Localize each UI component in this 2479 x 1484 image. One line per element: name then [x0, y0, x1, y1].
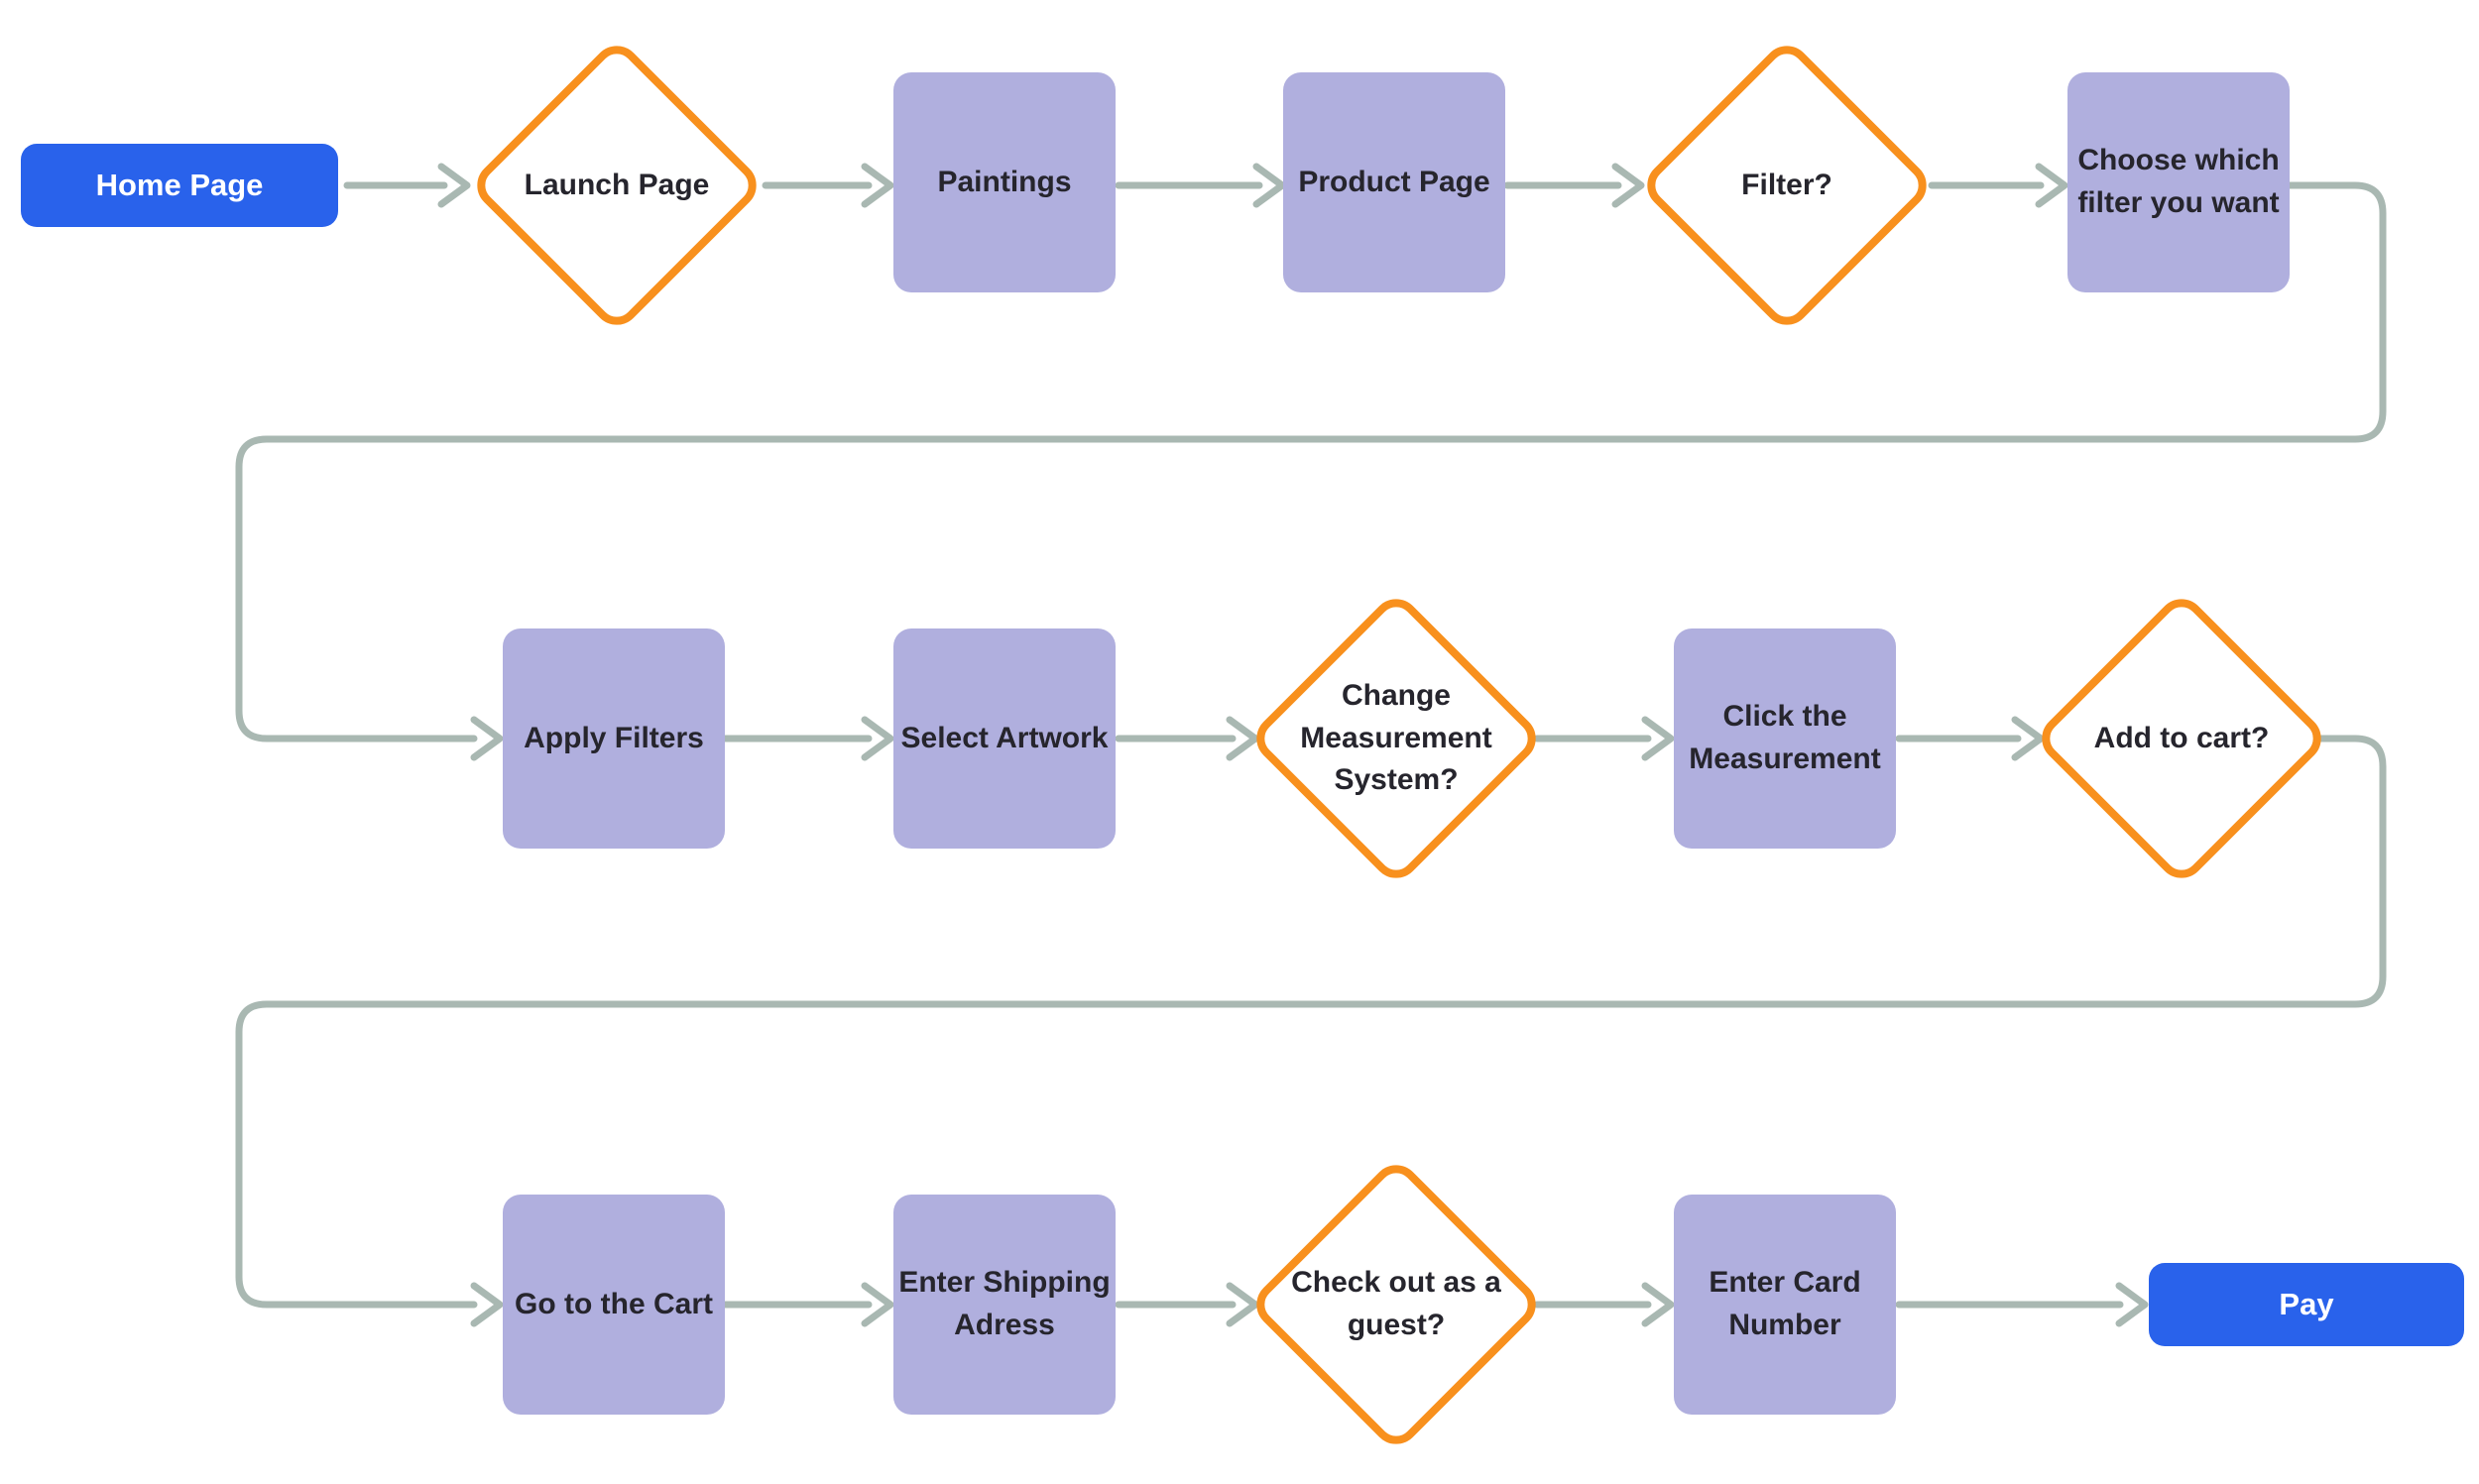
launch-page-diamond-shape: [477, 46, 757, 325]
node-select-artwork-label: Select Artwork: [900, 721, 1109, 754]
node-select-artwork[interactable]: Select Artwork: [893, 628, 1116, 849]
node-product-page[interactable]: Product Page: [1283, 72, 1505, 292]
arrowhead-card-to-pay: [2115, 1282, 2149, 1327]
node-checkout-guest[interactable]: Check out as a guest?: [1252, 1161, 1540, 1448]
node-apply-filters-label: Apply Filters: [524, 721, 704, 754]
node-filter[interactable]: Filter?: [1643, 42, 1931, 329]
filter-diamond-shape: [1647, 46, 1927, 325]
add-to-cart-diamond-shape: [2042, 599, 2321, 878]
connector-row1-to-row2: [235, 181, 2387, 742]
node-home-page[interactable]: Home Page: [21, 144, 338, 227]
node-enter-shipping-label: Enter Shipping Adress: [898, 1266, 1111, 1341]
node-change-measurement[interactable]: Change Measurement System?: [1252, 595, 1540, 882]
arrowhead-cart-to-shipping: [861, 1282, 894, 1327]
node-apply-filters[interactable]: Apply Filters: [503, 628, 725, 849]
node-product-page-label: Product Page: [1298, 165, 1490, 198]
node-launch-page[interactable]: Launch Page: [473, 42, 761, 329]
arrowhead-select-to-change: [1226, 716, 1259, 761]
arrowhead-launch-to-paintings: [861, 163, 894, 208]
node-checkout-guest-label: Check out as a guest?: [1291, 1266, 1501, 1341]
node-go-to-cart[interactable]: Go to the Cart: [503, 1195, 725, 1415]
arrowhead-change-to-click: [1641, 716, 1675, 761]
arrowhead-home-to-launch: [437, 163, 471, 208]
node-choose-filter-label: Choose which filter you want: [2077, 144, 2280, 219]
node-go-to-cart-label: Go to the Cart: [515, 1287, 713, 1320]
arrowhead-into-apply-filters: [470, 716, 504, 761]
node-enter-card-label: Enter Card Number: [1709, 1266, 1861, 1341]
node-enter-card[interactable]: Enter Card Number: [1674, 1195, 1896, 1415]
node-choose-filter[interactable]: Choose which filter you want: [2067, 72, 2290, 292]
connector-row2-to-row3: [235, 735, 2387, 1309]
arrowhead-paintings-to-product: [1252, 163, 1286, 208]
arrowhead-into-go-to-cart: [470, 1282, 504, 1327]
node-click-measurement[interactable]: Click the Measurement: [1674, 628, 1896, 849]
node-filter-label: Filter?: [1741, 168, 1832, 201]
node-add-to-cart[interactable]: Add to cart?: [2038, 595, 2325, 882]
arrowhead-shipping-to-guest: [1226, 1282, 1259, 1327]
node-change-measurement-label: Change Measurement System?: [1300, 679, 1492, 797]
node-pay[interactable]: Pay: [2149, 1263, 2464, 1346]
node-click-measurement-label: Click the Measurement: [1689, 700, 1881, 775]
arrowhead-click-to-addcart: [2011, 716, 2045, 761]
arrowhead-filter-to-choose: [2035, 163, 2068, 208]
node-pay-label: Pay: [2279, 1286, 2334, 1321]
node-launch-page-label: Launch Page: [524, 168, 710, 201]
change-measurement-diamond-shape: [1256, 599, 1536, 878]
arrowhead-guest-to-card: [1641, 1282, 1675, 1327]
node-add-to-cart-label: Add to cart?: [2093, 721, 2270, 754]
arrowhead-apply-to-select: [861, 716, 894, 761]
node-enter-shipping[interactable]: Enter Shipping Adress: [893, 1195, 1116, 1415]
checkout-guest-diamond-shape: [1256, 1165, 1536, 1444]
node-home-page-label: Home Page: [95, 167, 264, 202]
node-paintings[interactable]: Paintings: [893, 72, 1116, 292]
arrowhead-product-to-filter: [1611, 163, 1645, 208]
node-paintings-label: Paintings: [937, 165, 1072, 198]
